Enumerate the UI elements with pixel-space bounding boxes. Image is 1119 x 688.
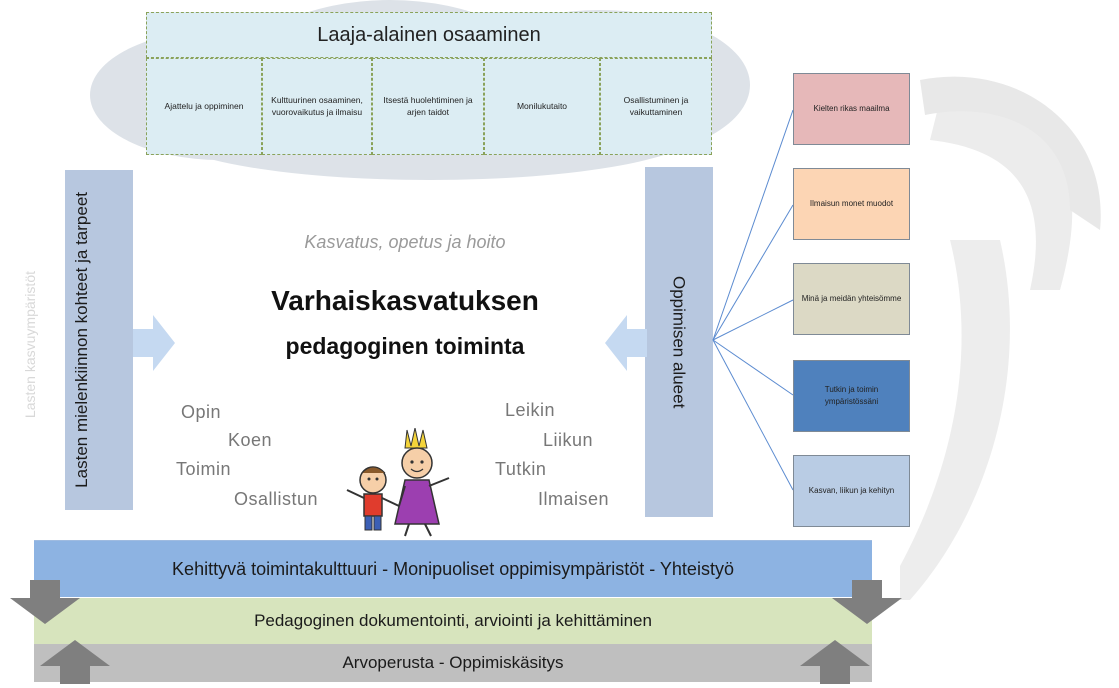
competence-item: Kulttuurinen osaaminen, vuorovaikutus ja… bbox=[262, 58, 372, 155]
curved-arc-decoration-icon bbox=[900, 76, 1101, 600]
learning-area-environment: Tutkin ja toimin ympäristössäni bbox=[793, 360, 910, 432]
interests-column: Lasten mielenkiinnon kohteet ja tarpeet bbox=[65, 170, 133, 510]
center-title-line2: pedagoginen toiminta bbox=[285, 333, 525, 359]
right-arrow-icon bbox=[133, 315, 175, 371]
word-opin: Opin bbox=[181, 402, 222, 422]
children-illustration-icon bbox=[346, 428, 450, 537]
center-title: Varhaiskasvatuksen bbox=[271, 285, 539, 316]
band-documentation: Pedagoginen dokumentointi, arviointi ja … bbox=[34, 598, 872, 644]
learning-areas-column: Oppimisen alueet bbox=[645, 167, 713, 517]
down-arrow-icon bbox=[10, 580, 80, 624]
competence-item: Ajattelu ja oppiminen bbox=[146, 58, 262, 155]
word-koen: Koen bbox=[228, 430, 273, 450]
up-arrow-icon bbox=[40, 640, 110, 684]
competence-item: Monilukutaito bbox=[484, 58, 600, 155]
learning-area-expression: Ilmaisun monet muodot bbox=[793, 168, 910, 240]
down-arrow-icon bbox=[832, 580, 902, 624]
band-culture: Kehittyvä toimintakulttuuri - Monipuolis… bbox=[34, 540, 872, 597]
competence-title: Laaja-alainen osaaminen bbox=[146, 12, 712, 58]
learning-area-community: Minä ja meidän yhteisömme bbox=[793, 263, 910, 335]
up-arrow-icon bbox=[800, 640, 870, 684]
word-leikin: Leikin bbox=[505, 400, 556, 420]
left-arrow-icon bbox=[605, 315, 647, 371]
competence-item: Osallistuminen ja vaikuttaminen bbox=[600, 58, 712, 155]
word-osallistun: Osallistun bbox=[234, 489, 319, 509]
word-ilmaisen: Ilmaisen bbox=[538, 489, 610, 509]
learning-area-languages: Kielten rikas maailma bbox=[793, 73, 910, 145]
word-liikun: Liikun bbox=[543, 430, 594, 450]
word-tutkin: Tutkin bbox=[495, 459, 547, 479]
competence-item: Itsestä huolehtiminen ja arjen taidot bbox=[372, 58, 484, 155]
learning-area-growth: Kasvan, liikun ja kehityn bbox=[793, 455, 910, 527]
band-values: Arvoperusta - Oppimiskäsitys bbox=[34, 644, 872, 682]
word-toimin: Toimin bbox=[176, 459, 232, 479]
center-subtitle: Kasvatus, opetus ja hoito bbox=[304, 232, 506, 252]
